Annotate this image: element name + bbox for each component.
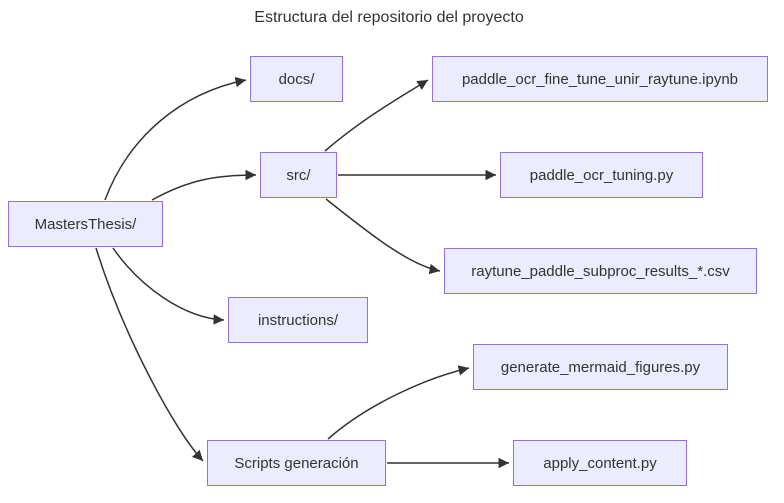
node-instructions: instructions/ [228,297,368,343]
edge-mastersthesis-scripts [95,247,204,462]
node-apply-content-py: apply_content.py [513,440,687,486]
node-paddle-ocr-tuning-py-label: paddle_ocr_tuning.py [529,166,674,184]
edge-mastersthesis-docs [104,76,247,201]
node-mastersthesis: MastersThesis/ [8,201,163,247]
node-src-label: src/ [286,166,311,184]
node-docs-label: docs/ [278,70,315,88]
edge-src-csv [325,198,441,275]
node-docs: docs/ [250,56,343,102]
edge-mastersthesis-instructions [112,247,225,325]
node-paddle-ocr-tuning-py: paddle_ocr_tuning.py [500,152,703,198]
node-scripts-generacion-label: Scripts generación [234,454,359,472]
diagram-title: Estructura del repositorio del proyecto [254,9,524,26]
node-raytune-results-csv: raytune_paddle_subproc_results_*.csv [444,248,757,294]
node-apply-content-py-label: apply_content.py [543,454,657,472]
node-raytune-results-csv-label: raytune_paddle_subproc_results_*.csv [471,262,730,280]
edge-src-ipynb [324,79,429,152]
node-paddle-ocr-fine-tune-ipynb: paddle_ocr_fine_tune_unir_raytune.ipynb [432,56,768,102]
edge-mastersthesis-src [151,169,257,201]
node-paddle-ocr-fine-tune-ipynb-label: paddle_ocr_fine_tune_unir_raytune.ipynb [461,70,739,88]
node-src: src/ [260,152,337,198]
node-generate-mermaid-figures-py: generate_mermaid_figures.py [473,344,728,390]
node-mastersthesis-label: MastersThesis/ [34,215,137,233]
edge-scripts-generate [327,365,470,440]
node-scripts-generacion: Scripts generación [207,440,386,486]
node-instructions-label: instructions/ [257,311,339,329]
node-generate-mermaid-figures-py-label: generate_mermaid_figures.py [500,358,701,376]
